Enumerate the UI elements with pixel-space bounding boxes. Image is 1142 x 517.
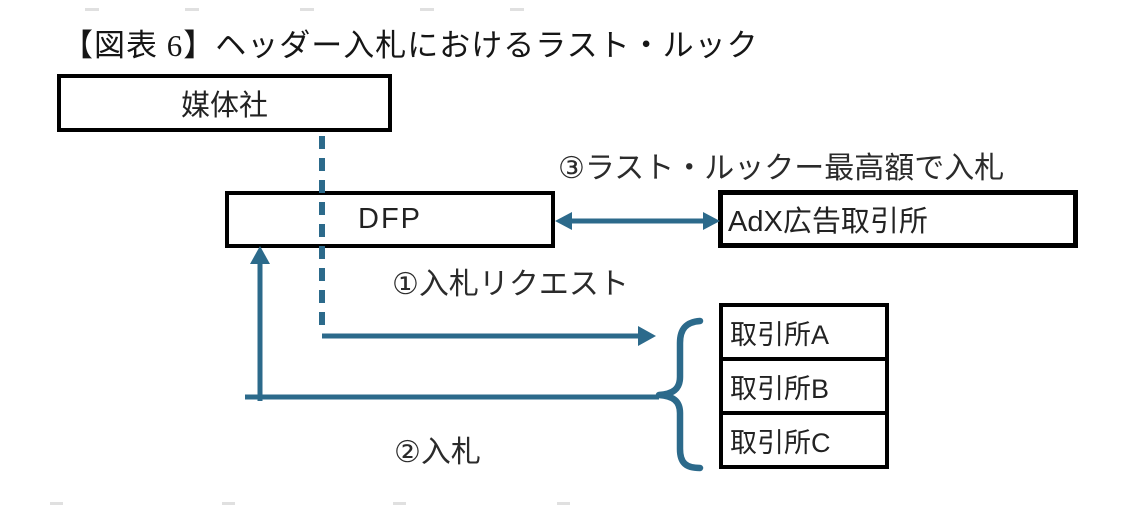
node-publisher-label: 媒体社: [180, 90, 268, 122]
label-step3-last-look: ③ラスト・ルックー最高額で入札: [558, 152, 1005, 185]
label-step2-bid: ②入札: [394, 436, 481, 469]
node-exchange-b-label: 取引所B: [730, 373, 830, 404]
label-step1-bid-request: ①入札リクエスト: [392, 268, 629, 301]
node-dfp-box: DFP: [225, 191, 555, 248]
arrow-double-dfp-adx: [555, 212, 720, 230]
brace-exchange-group: [655, 317, 704, 472]
node-publisher-box: 媒体社: [57, 74, 392, 132]
node-dfp-label: DFP: [358, 203, 422, 235]
node-exchange-a-box: 取引所A: [719, 303, 889, 361]
node-exchange-c-box: 取引所C: [719, 411, 889, 469]
node-exchange-c-label: 取引所C: [730, 427, 831, 458]
arrow-bid-request: [322, 326, 656, 346]
node-exchange-a-label: 取引所A: [730, 319, 830, 350]
node-adx-label: AdX広告取引所: [728, 206, 928, 238]
exchange-group: 取引所A 取引所B 取引所C: [719, 303, 889, 469]
node-adx-box: AdX広告取引所: [718, 190, 1078, 248]
figure-title: 【図表 6】ヘッダー入札におけるラスト・ルック: [62, 28, 759, 63]
node-exchange-b-box: 取引所B: [719, 357, 889, 415]
